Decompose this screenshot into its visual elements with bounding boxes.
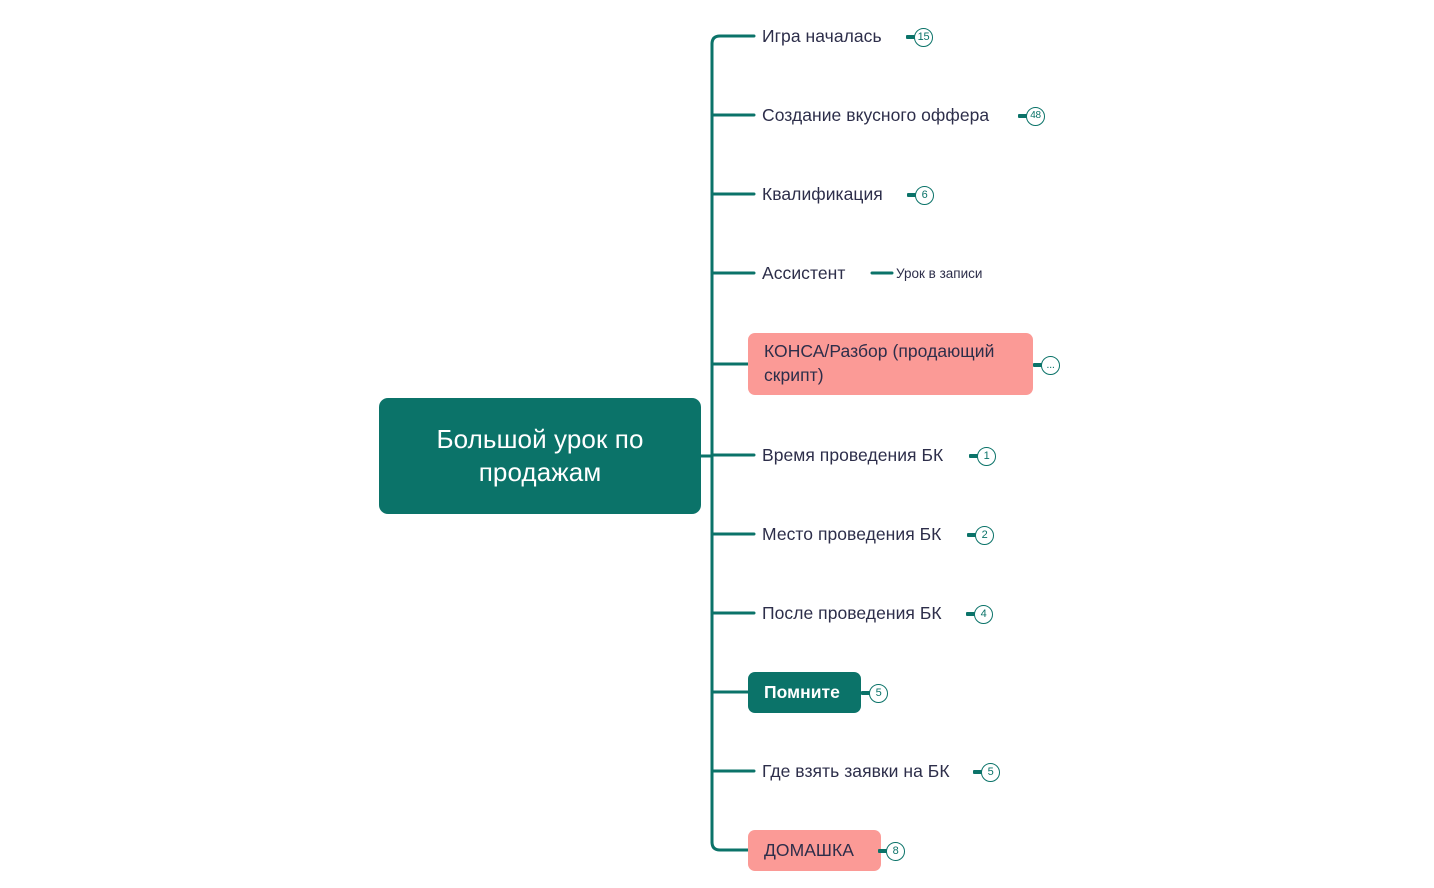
badge-count: 2 (975, 525, 994, 545)
badge-stem-icon (967, 533, 976, 537)
branch-node-label: КОНСА/Разбор (продающий скрипт) (764, 341, 995, 385)
root-node-label: Большой урок по продажам (436, 423, 644, 487)
branch-node-assistent[interactable]: Ассистент (762, 261, 845, 287)
badge-mesto-provedeniya-bk[interactable]: 2 (967, 525, 994, 545)
branch-node-label: Место проведения БК (762, 524, 942, 545)
badge-gde-vzyat-zayavki[interactable]: 5 (973, 762, 1000, 782)
badge-pomnite[interactable]: 5 (861, 683, 888, 703)
badge-count: 6 (915, 185, 934, 205)
badge-stem-icon (973, 770, 982, 774)
branch-node-domashka[interactable]: ДОМАШКА (748, 830, 881, 871)
branch-node-label: Создание вкусного оффера (762, 105, 990, 126)
badge-stem-icon (907, 193, 916, 197)
subnode-label: Урок в записи (896, 266, 983, 282)
badge-domashka[interactable]: 8 (878, 841, 905, 861)
branch-node-label: Где взять заявки на БК (762, 761, 950, 782)
branch-node-igra-nachalas[interactable]: Игра началась (762, 24, 882, 50)
badge-stem-icon (1018, 114, 1027, 118)
root-node[interactable]: Большой урок по продажам (379, 398, 701, 514)
branch-node-sozdanie-offera[interactable]: Создание вкусного оффера (762, 103, 989, 129)
branch-node-label: Помните (764, 681, 840, 702)
branch-node-label: Игра началась (762, 26, 882, 47)
branch-node-pomnite[interactable]: Помните (748, 672, 861, 713)
badge-count: 4 (974, 604, 993, 624)
badge-stem-icon (906, 35, 915, 39)
badge-count: 5 (981, 762, 1000, 782)
badge-stem-icon (878, 849, 887, 853)
badge-vremya-provedeniya-bk[interactable]: 1 (969, 446, 996, 466)
badge-sozdanie-offera[interactable]: 48 (1018, 106, 1045, 126)
subnode-urok-v-zapisi[interactable]: Урок в записи (896, 264, 982, 284)
branch-node-gde-vzyat-zayavki[interactable]: Где взять заявки на БК (762, 759, 950, 785)
branch-node-vremya-provedeniya-bk[interactable]: Время проведения БК (762, 443, 943, 469)
badge-stem-icon (969, 454, 978, 458)
branch-node-mesto-provedeniya-bk[interactable]: Место проведения БК (762, 522, 941, 548)
branch-node-label: После проведения БК (762, 603, 942, 624)
badge-konsa-razbor[interactable]: ... (1033, 355, 1060, 375)
badge-count: 8 (886, 841, 905, 861)
branch-node-label: Квалификация (762, 184, 883, 205)
badge-kvalifikaciya[interactable]: 6 (907, 185, 934, 205)
badge-count: 48 (1026, 106, 1045, 126)
branch-node-konsa-razbor[interactable]: КОНСА/Разбор (продающий скрипт) (748, 333, 1033, 395)
branch-node-posle-provedeniya-bk[interactable]: После проведения БК (762, 601, 942, 627)
badge-count: ... (1041, 355, 1060, 375)
branch-node-label: Время проведения БК (762, 445, 944, 466)
badge-igra-nachalas[interactable]: 15 (906, 27, 933, 47)
badge-count: 5 (869, 683, 888, 703)
badge-posle-provedeniya-bk[interactable]: 4 (966, 604, 993, 624)
branch-node-label: ДОМАШКА (764, 839, 854, 860)
branch-node-kvalifikaciya[interactable]: Квалификация (762, 182, 883, 208)
badge-stem-icon (966, 612, 975, 616)
branch-node-label: Ассистент (762, 263, 846, 284)
badge-stem-icon (1033, 363, 1042, 367)
badge-count: 15 (914, 27, 933, 47)
badge-stem-icon (861, 691, 870, 695)
badge-count: 1 (977, 446, 996, 466)
